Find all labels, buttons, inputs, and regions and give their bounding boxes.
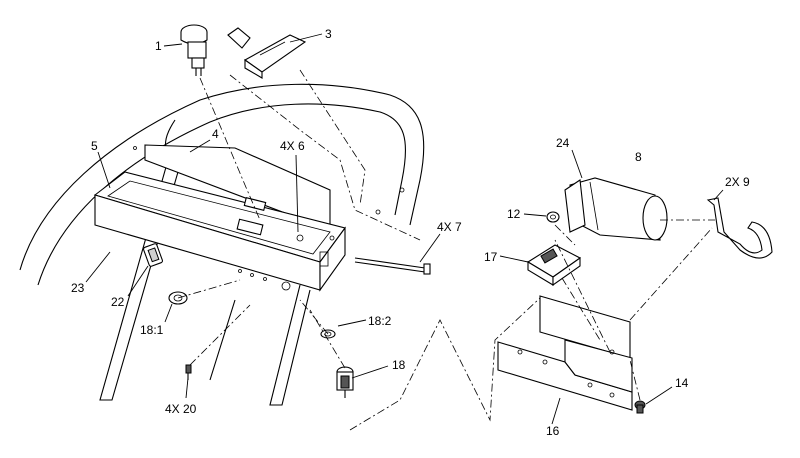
callout-22: 22 xyxy=(111,295,125,309)
part-22-key xyxy=(143,243,163,267)
callout-17: 17 xyxy=(484,250,498,264)
callout-24: 24 xyxy=(556,136,570,150)
callout-8: 8 xyxy=(635,150,642,164)
callout-4x6: 4X 6 xyxy=(280,139,305,153)
callout-12: 12 xyxy=(507,207,521,221)
part-4-plate xyxy=(144,144,331,231)
callout-5: 5 xyxy=(91,139,98,153)
callout-4x7: 4X 7 xyxy=(437,220,462,234)
part-18-connector xyxy=(336,366,354,398)
callout-3: 3 xyxy=(325,27,332,41)
part-17-relay xyxy=(526,244,582,287)
part-12-nut xyxy=(546,211,560,223)
handle-frame xyxy=(19,83,425,406)
callout-1: 1 xyxy=(155,39,162,53)
callout-4: 4 xyxy=(212,127,219,141)
part-14-screw xyxy=(634,400,646,414)
part-16-bracket xyxy=(497,295,633,411)
leader-lines xyxy=(85,33,724,425)
callout-18-2: 18:2 xyxy=(368,314,392,328)
callout-18: 18 xyxy=(392,358,406,372)
callout-16: 16 xyxy=(546,424,560,438)
part-7-bolt xyxy=(354,257,431,275)
assembly-lines xyxy=(177,69,715,431)
part-9-clamp xyxy=(706,197,773,259)
callout-14: 14 xyxy=(675,376,689,390)
callout-23: 23 xyxy=(71,281,85,295)
callout-4x20: 4X 20 xyxy=(165,402,197,416)
part-1-switch xyxy=(180,24,208,76)
callout-labels: 1 3 4 5 4X 6 4X 7 24 8 2X 9 12 17 23 22 … xyxy=(71,27,750,438)
part-20-screw xyxy=(185,364,192,380)
callout-2x9: 2X 9 xyxy=(725,175,750,189)
callout-18-1: 18:1 xyxy=(140,323,164,337)
part-5-control-box xyxy=(93,171,346,292)
part-8-capacitor xyxy=(564,177,668,241)
part-3-keyswitch xyxy=(227,27,307,79)
